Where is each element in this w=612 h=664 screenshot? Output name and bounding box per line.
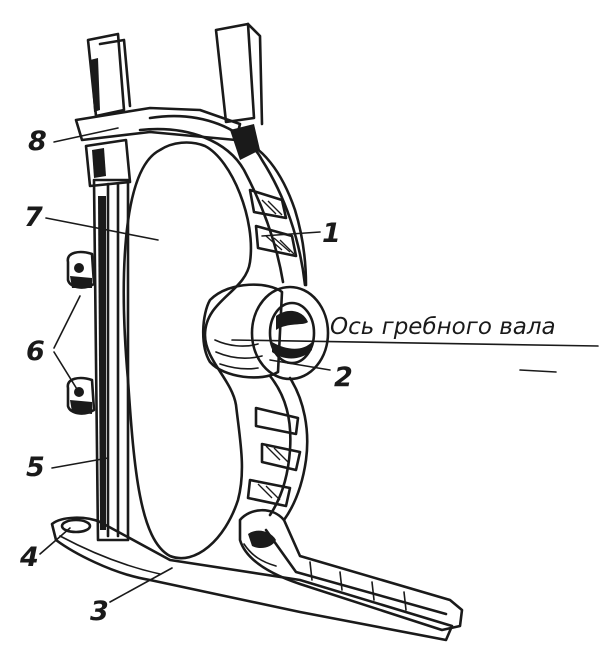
part-labels: 8 7 1 6 2 5 4 3 Ось гребного вала — [19, 126, 556, 627]
lower-foot-arm — [238, 508, 464, 632]
label-5: 5 — [26, 452, 45, 483]
inner-plate — [122, 141, 253, 560]
label-2: 2 — [334, 362, 353, 393]
lower-rim — [246, 374, 309, 522]
left-column — [84, 138, 132, 542]
base-plate — [50, 516, 454, 642]
label-7: 7 — [24, 202, 43, 233]
shaft-axis-label: Ось гребного вала — [330, 314, 556, 340]
mounting-lugs — [66, 250, 96, 415]
label-1: 1 — [322, 218, 341, 249]
label-8: 8 — [28, 126, 47, 157]
label-4: 4 — [19, 542, 39, 573]
upper-ribs — [248, 188, 298, 258]
label-3: 3 — [90, 596, 109, 627]
top-flange — [74, 22, 264, 160]
leader-lines — [39, 127, 599, 603]
label-6: 6 — [26, 336, 45, 367]
